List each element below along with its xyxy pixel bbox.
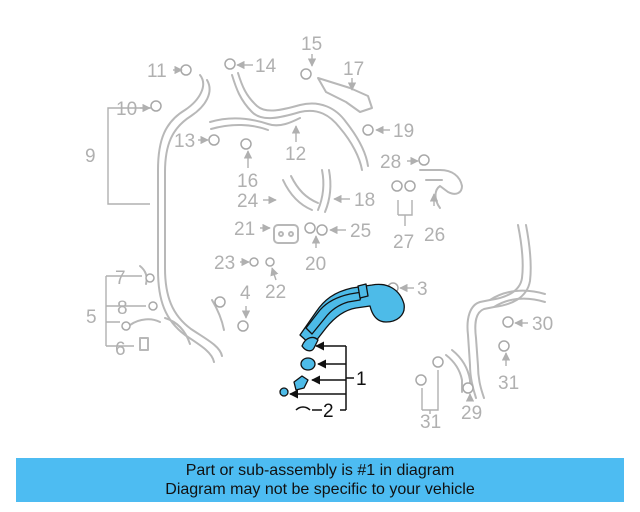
callout-8: 8 [117,298,128,319]
callout-12: 12 [285,144,306,165]
callout-5: 5 [86,307,97,328]
callout-19: 19 [393,121,414,142]
callout-25: 25 [350,221,371,242]
callout-16: 16 [237,171,258,192]
gasket-2 [295,406,311,411]
callout-3: 3 [417,279,428,300]
clamps [121,58,514,394]
callout-17: 17 [343,59,364,80]
callout-9: 9 [85,146,96,167]
callout-14: 14 [255,56,277,77]
callout-31a: 31 [498,373,519,394]
callout-22: 22 [265,282,286,303]
callout-23: 23 [214,253,235,274]
callout-4: 4 [240,283,251,304]
banner-line-1: Part or sub-assembly is #1 in diagram [185,462,455,479]
highlighted-part-1[interactable] [279,283,405,397]
callout-11: 11 [147,61,167,82]
callout-24: 24 [237,191,259,212]
callout-26: 26 [424,225,445,246]
leader-lines [105,54,528,414]
callout-15: 15 [301,34,322,55]
parts-diagram: 1 2 3 4 5 6 7 8 9 10 11 12 13 14 15 16 1… [85,34,553,433]
callout-10: 10 [116,99,137,120]
info-banner: Part or sub-assembly is #1 in diagram Di… [16,458,624,502]
callout-29: 29 [461,403,482,424]
background-parts [129,72,546,399]
callout-18: 18 [354,190,375,211]
callout-21: 21 [234,219,255,240]
callout-1: 1 [356,369,367,390]
callout-28: 28 [380,152,401,173]
banner-line-2: Diagram may not be specific to your vehi… [165,481,475,498]
callout-7: 7 [115,268,126,289]
callout-6: 6 [115,339,126,360]
callout-31b: 31 [420,412,441,433]
callout-2: 2 [323,401,334,422]
callout-27: 27 [393,232,414,253]
callout-20: 20 [305,254,326,275]
callout-13: 13 [174,131,195,152]
callout-30: 30 [532,314,553,335]
leader-lines-part-1 [289,341,354,411]
